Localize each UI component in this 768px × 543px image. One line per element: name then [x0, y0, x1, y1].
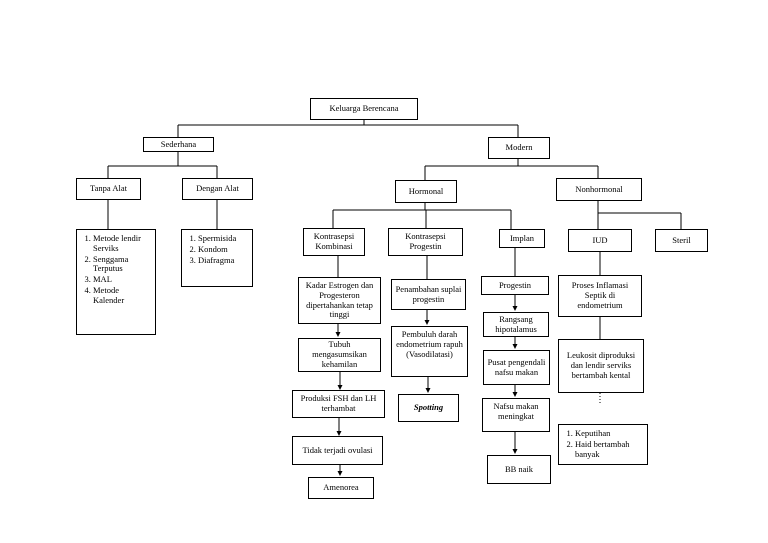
dengan-alat-methods: Spermisida Kondom Diafragma: [186, 233, 248, 266]
iud-step-1: Proses Inflamasi Septik di endometrium: [558, 275, 642, 317]
hormonal-label: Hormonal: [408, 185, 444, 196]
dengan-alat-label: Dengan Alat: [196, 183, 239, 194]
steril-node: Steril: [655, 229, 708, 252]
implan-step-3: Pusat pengendali nafsu makan: [483, 350, 550, 385]
arrow-head: [512, 344, 518, 349]
tanpa-alat-node: Tanpa Alat: [76, 178, 141, 200]
tanpa-alat-methods: Metode lendir Serviks Senggama Terputus …: [81, 233, 151, 306]
kombinasi-step-5-label: Amenorea: [323, 482, 359, 493]
arrow-head: [335, 332, 341, 337]
implan-step-5: BB naik: [487, 455, 551, 484]
tanpa-alat-label: Tanpa Alat: [90, 183, 127, 194]
implan-step-4-label: Nafsu makan meningkat: [493, 401, 539, 421]
dengan-alat-node: Dengan Alat: [182, 178, 253, 200]
list-item: Diafragma: [198, 255, 248, 266]
kombinasi-step-1-label: Kadar Estrogen dan Progesteron dipertaha…: [305, 280, 374, 320]
kombinasi-step-1: Kadar Estrogen dan Progesteron dipertaha…: [298, 277, 381, 324]
implan-step-1-label: Progestin: [498, 279, 532, 290]
list-item: Metode lendir Serviks: [93, 233, 151, 254]
arrow-head: [425, 388, 431, 393]
implan-step-2-label: Rangsang hipotalamus: [495, 313, 537, 334]
iud-step-2-label: Leukosit diproduksi dan lendir serviks b…: [566, 350, 636, 380]
iud-label: IUD: [592, 234, 608, 245]
kontrasepsi-kombinasi-node: Kontrasepsi Kombinasi: [303, 228, 365, 256]
implan-node: Implan: [499, 229, 545, 248]
dengan-alat-list: Spermisida Kondom Diafragma: [181, 229, 253, 287]
implan-step-1: Progestin: [481, 276, 549, 295]
implan-label: Implan: [509, 232, 535, 243]
steril-label: Steril: [672, 234, 691, 245]
nonhormonal-label: Nonhormonal: [575, 183, 623, 194]
progestin-step-2: Pembuluh darah endometrium rapuh (Vasodi…: [391, 326, 468, 377]
progestin-step-1-label: Penambahan suplai progestin: [395, 283, 462, 304]
nonhormonal-node: Nonhormonal: [556, 178, 642, 201]
root-label: Keluarga Berencana: [329, 103, 399, 114]
list-item: Senggama Terputus: [93, 254, 151, 275]
kombinasi-step-4: Tidak terjadi ovulasi: [292, 436, 383, 465]
arrow-head: [512, 392, 518, 397]
list-item: Metode Kalender: [93, 285, 151, 306]
arrow-head: [336, 431, 342, 436]
implan-step-4: Nafsu makan meningkat: [482, 398, 550, 432]
implan-step-3-label: Pusat pengendali nafsu makan: [487, 356, 546, 377]
modern-label: Modern: [505, 142, 533, 153]
list-item: MAL: [93, 274, 151, 285]
kontrasepsi-progestin-node: Kontrasepsi Progestin: [388, 228, 463, 256]
root-node: Keluarga Berencana: [310, 98, 418, 120]
list-item: Keputihan: [575, 428, 643, 439]
sederhana-node: Sederhana: [143, 137, 214, 152]
kombinasi-step-2-label: Tubuh mengasumsikan kehamilan: [312, 339, 367, 369]
arrow-head: [424, 320, 430, 325]
kombinasi-step-5: Amenorea: [308, 477, 374, 499]
implan-step-5-label: BB naik: [504, 463, 534, 474]
arrow-head: [337, 471, 343, 476]
tanpa-alat-list: Metode lendir Serviks Senggama Terputus …: [76, 229, 156, 335]
iud-step-1-label: Proses Inflamasi Septik di endometrium: [571, 280, 629, 310]
iud-effects: Keputihan Haid bertambah banyak: [563, 428, 643, 460]
iud-effects-list: Keputihan Haid bertambah banyak: [558, 424, 648, 465]
sederhana-label: Sederhana: [160, 138, 197, 149]
arrow-head: [512, 449, 518, 454]
kombinasi-step-4-label: Tidak terjadi ovulasi: [302, 444, 373, 455]
progestin-step-1: Penambahan suplai progestin: [391, 279, 466, 310]
list-item: Spermisida: [198, 233, 248, 244]
kontrasepsi-progestin-label: Kontrasepsi Progestin: [405, 231, 446, 251]
kombinasi-step-3-label: Produksi FSH dan LH terhambat: [300, 393, 377, 413]
arrow-head: [337, 385, 343, 390]
implan-step-2: Rangsang hipotalamus: [483, 312, 549, 337]
kombinasi-step-2: Tubuh mengasumsikan kehamilan: [298, 338, 381, 372]
hormonal-node: Hormonal: [395, 180, 457, 203]
kombinasi-step-3: Produksi FSH dan LH terhambat: [292, 390, 385, 418]
iud-node: IUD: [568, 229, 632, 252]
kontrasepsi-kombinasi-label: Kontrasepsi Kombinasi: [313, 231, 355, 251]
list-item: Kondom: [198, 244, 248, 255]
progestin-step-3-label: Spotting: [413, 402, 444, 413]
iud-step-2: Leukosit diproduksi dan lendir serviks b…: [558, 339, 644, 393]
list-item: Haid bertambah banyak: [575, 439, 643, 460]
progestin-step-2-label: Pembuluh darah endometrium rapuh (Vasodi…: [396, 329, 463, 359]
progestin-step-3: Spotting: [398, 394, 459, 422]
modern-node: Modern: [488, 137, 550, 159]
arrow-head: [512, 306, 518, 311]
